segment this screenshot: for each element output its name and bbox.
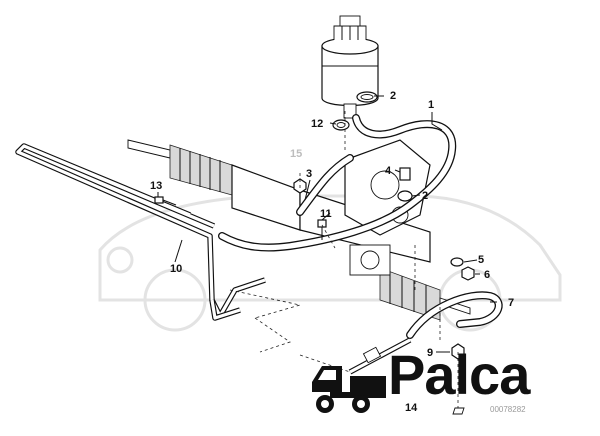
callout-11: 11 (320, 208, 332, 220)
callout-5: 5 (478, 254, 484, 266)
callout-2-top: 2 (390, 90, 396, 102)
clip-14 (452, 407, 465, 415)
callout-4: 4 (385, 165, 392, 177)
nut-6 (461, 266, 475, 281)
assembly-dashes (229, 110, 459, 410)
callout-10: 10 (170, 263, 182, 275)
hose-7 (406, 291, 503, 339)
palca-logo: Palca (312, 343, 532, 413)
fitting-4 (399, 167, 411, 181)
washer-5 (450, 257, 464, 267)
callout-15: 15 (290, 148, 302, 160)
callout-2-mid: 2 (422, 190, 428, 202)
callout-13: 13 (150, 180, 162, 192)
callout-14: 14 (405, 402, 418, 414)
callout-9: 9 (427, 347, 433, 359)
clamp-2-mid (397, 190, 413, 202)
callout-leaders (157, 95, 497, 353)
reference-code: 00078282 (490, 405, 526, 414)
return-line-10 (15, 143, 266, 321)
fluid-reservoir (321, 15, 379, 119)
truck-icon (312, 366, 386, 413)
callout-1: 1 (428, 99, 434, 111)
clamp-2-top (356, 91, 378, 103)
hose-3 (296, 154, 354, 216)
bolt-13 (154, 196, 177, 206)
callout-7: 7 (508, 297, 514, 309)
callout-12: 12 (311, 118, 323, 130)
logo-text: Palca (388, 343, 531, 406)
nut-9 (451, 343, 465, 360)
callout-3: 3 (306, 168, 312, 180)
pipe-14 (348, 337, 412, 375)
clamp-12 (332, 119, 350, 131)
hose-1 (218, 114, 457, 252)
callout-6: 6 (484, 269, 490, 281)
